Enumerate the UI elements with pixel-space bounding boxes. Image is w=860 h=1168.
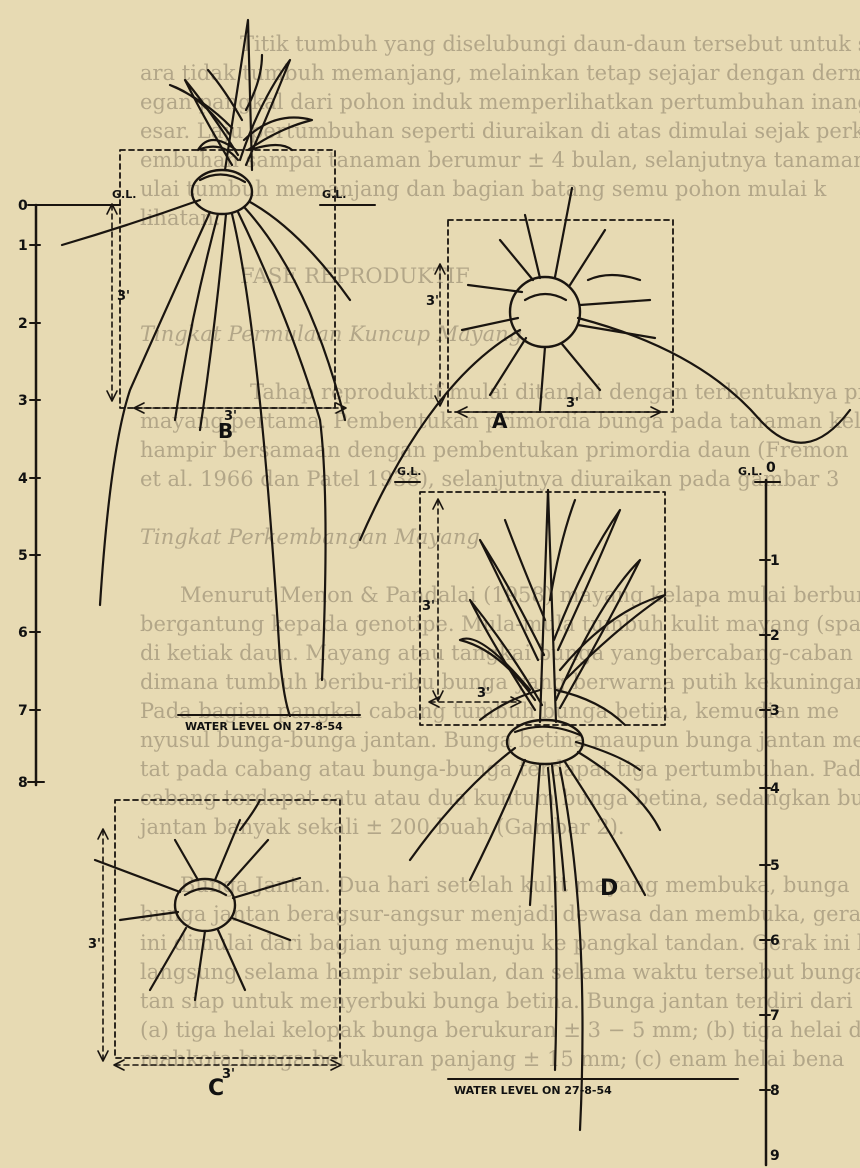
spacing-label: 3': [422, 599, 435, 614]
spacing-label: 3': [426, 294, 439, 309]
right-depth-scale: [758, 480, 774, 1165]
scale-tick-label: 9: [770, 1148, 780, 1164]
spacing-label: 3': [566, 396, 579, 411]
left-depth-scale: [28, 205, 44, 785]
scale-tick-label: 8: [770, 1083, 780, 1099]
water-level-label: WATER LEVEL ON 27-8-54: [454, 1084, 612, 1097]
label-a: A: [492, 409, 508, 433]
scale-tick-label: 2: [18, 316, 28, 332]
scale-tick-label: 1: [18, 238, 28, 254]
label-d: D: [600, 876, 618, 901]
scale-tick-label: 6: [770, 933, 780, 949]
spacing-label: 3': [477, 686, 490, 701]
ground-level-label: G.L.: [112, 188, 136, 201]
water-level-lines: [178, 715, 738, 1079]
right-scale-labels: 0 1 2 3 4 5 6 7 8 9: [766, 460, 780, 1164]
spacing-label: 3': [222, 1067, 235, 1082]
spacing-label: 3': [224, 409, 237, 424]
seedling-d: [395, 482, 780, 1130]
scale-tick-label: 0: [18, 198, 28, 214]
scale-tick-label: 4: [18, 471, 28, 487]
scale-tick-label: 7: [18, 703, 28, 719]
scale-tick-label: 5: [770, 858, 780, 874]
scale-tick-label: 3: [18, 393, 28, 409]
scale-tick-label: 8: [18, 775, 28, 791]
scale-tick-label: 1: [770, 553, 780, 569]
seedling-b: [30, 20, 375, 716]
water-level-label: WATER LEVEL ON 27-8-54: [185, 720, 343, 733]
scale-tick-label: 6: [18, 625, 28, 641]
scale-tick-label: 7: [770, 1008, 780, 1024]
scale-tick-label: 3: [770, 703, 780, 719]
ground-level-label: G.L.: [322, 188, 346, 201]
seedling-c: [95, 800, 341, 1070]
spacing-label: 3': [117, 289, 130, 304]
figure-labels: A B C D G.L. G.L. G.L. G.L. 3' 3' 3' 3' …: [18, 188, 780, 1164]
scale-tick-label: 0: [766, 460, 776, 476]
left-scale-labels: 0 1 2 3 4 5 6 7 8: [18, 198, 28, 791]
seedling-a: [360, 188, 850, 540]
scale-tick-label: 4: [770, 781, 780, 797]
ground-level-label: G.L.: [738, 465, 762, 478]
scale-tick-label: 2: [770, 628, 780, 644]
spacing-label: 3': [88, 937, 101, 952]
scale-tick-label: 5: [18, 548, 28, 564]
ground-level-label: G.L.: [397, 465, 421, 478]
